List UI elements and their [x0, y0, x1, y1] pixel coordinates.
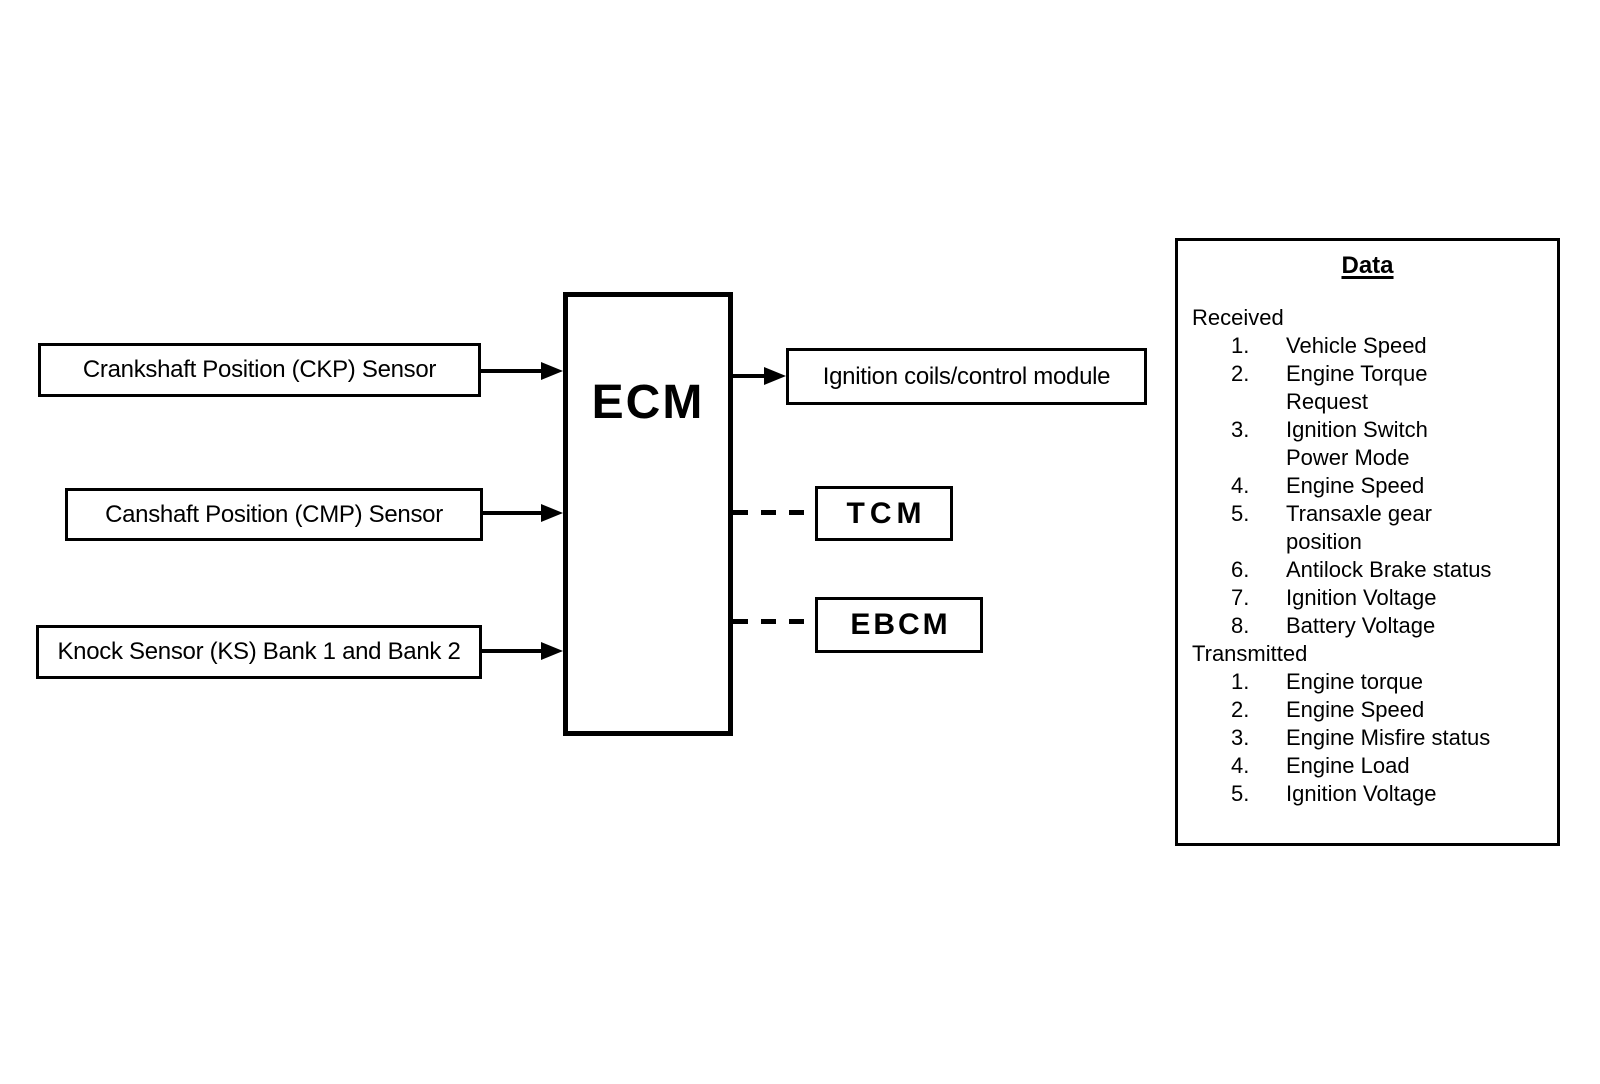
data-item-number: 4. [1231, 473, 1250, 498]
data-list-item: 5. Ignition Voltage [1231, 780, 1557, 808]
data-list-item: 2. Engine Speed [1231, 696, 1557, 724]
node-tcm: TCM [815, 486, 953, 541]
data-item-number: 2. [1231, 697, 1250, 722]
data-item-number: 3. [1231, 417, 1250, 442]
data-item-number: 4. [1231, 753, 1250, 778]
line-cmp-to-ecm [483, 511, 545, 515]
dashed-line-ecm-to-ebcm [733, 619, 815, 624]
data-item-text: Engine Misfire status [1286, 725, 1491, 750]
data-item-number: 7. [1231, 585, 1250, 610]
data-item-number: 2. [1231, 361, 1250, 386]
data-item-text: Engine Speed [1286, 473, 1425, 498]
data-item-number: 3. [1231, 725, 1250, 750]
data-item-text: Engine Speed [1286, 697, 1425, 722]
data-panel: Data Received 1. Vehicle Speed 2. Engine To… [1175, 238, 1560, 846]
transmitted-list: 1. Engine torque 2. Engine Speed 3. Engine Mi… [1178, 668, 1557, 808]
data-item-number: 5. [1231, 781, 1250, 806]
data-item-text: Transaxle gear position [1286, 501, 1432, 554]
node-cmp-sensor: Canshaft Position (CMP) Sensor [65, 488, 483, 541]
data-item-text: Engine Load [1286, 753, 1410, 778]
data-item-text: Engine torque [1286, 669, 1423, 694]
arrowhead-ckp-to-ecm-icon [541, 362, 563, 380]
line-ecm-to-ignition [731, 374, 767, 378]
data-list-item: 7. Ignition Voltage [1231, 584, 1557, 612]
data-list-item: 2. Engine Torque Request [1231, 360, 1557, 416]
data-item-text: Battery Voltage [1286, 613, 1436, 638]
node-ebcm: EBCM [815, 597, 983, 653]
node-ckp-sensor: Crankshaft Position (CKP) Sensor [38, 343, 481, 397]
data-item-text: Ignition Switch Power Mode [1286, 417, 1428, 470]
data-list-item: 3. Ignition Switch Power Mode [1231, 416, 1557, 472]
data-item-number: 6. [1231, 557, 1250, 582]
data-item-text: Ignition Voltage [1286, 585, 1437, 610]
data-item-number: 1. [1231, 333, 1250, 358]
data-list-item: 8. Battery Voltage [1231, 612, 1557, 640]
data-item-text: Ignition Voltage [1286, 781, 1437, 806]
data-item-text: Antilock Brake status [1286, 557, 1492, 582]
ecm-label: ECM [591, 376, 705, 429]
dashed-line-ecm-to-tcm [733, 510, 815, 515]
data-list-item: 4. Engine Speed [1231, 472, 1557, 500]
data-item-text: Vehicle Speed [1286, 333, 1427, 358]
data-list-item: 4. Engine Load [1231, 752, 1557, 780]
node-knock-sensor: Knock Sensor (KS) Bank 1 and Bank 2 [36, 625, 482, 679]
received-label: Received [1192, 305, 1284, 330]
line-ckp-to-ecm [481, 369, 545, 373]
data-item-number: 1. [1231, 669, 1250, 694]
data-item-text: Engine Torque Request [1286, 361, 1428, 414]
arrowhead-ks-to-ecm-icon [541, 642, 563, 660]
node-ignition-coils: Ignition coils/control module [786, 348, 1147, 405]
arrowhead-cmp-to-ecm-icon [541, 504, 563, 522]
data-list-item: 3. Engine Misfire status [1231, 724, 1557, 752]
node-ecm: ECM [563, 292, 733, 736]
data-item-number: 5. [1231, 501, 1250, 526]
data-item-number: 8. [1231, 613, 1250, 638]
arrowhead-ecm-to-ignition-icon [764, 367, 786, 385]
data-list-item: 1. Engine torque [1231, 668, 1557, 696]
data-panel-title: Data [1341, 252, 1394, 279]
data-list-item: 1. Vehicle Speed [1231, 332, 1557, 360]
data-list-item: 6. Antilock Brake status [1231, 556, 1557, 584]
data-list-item: 5. Transaxle gear position [1231, 500, 1557, 556]
line-ks-to-ecm [481, 649, 545, 653]
transmitted-label: Transmitted [1192, 641, 1308, 666]
